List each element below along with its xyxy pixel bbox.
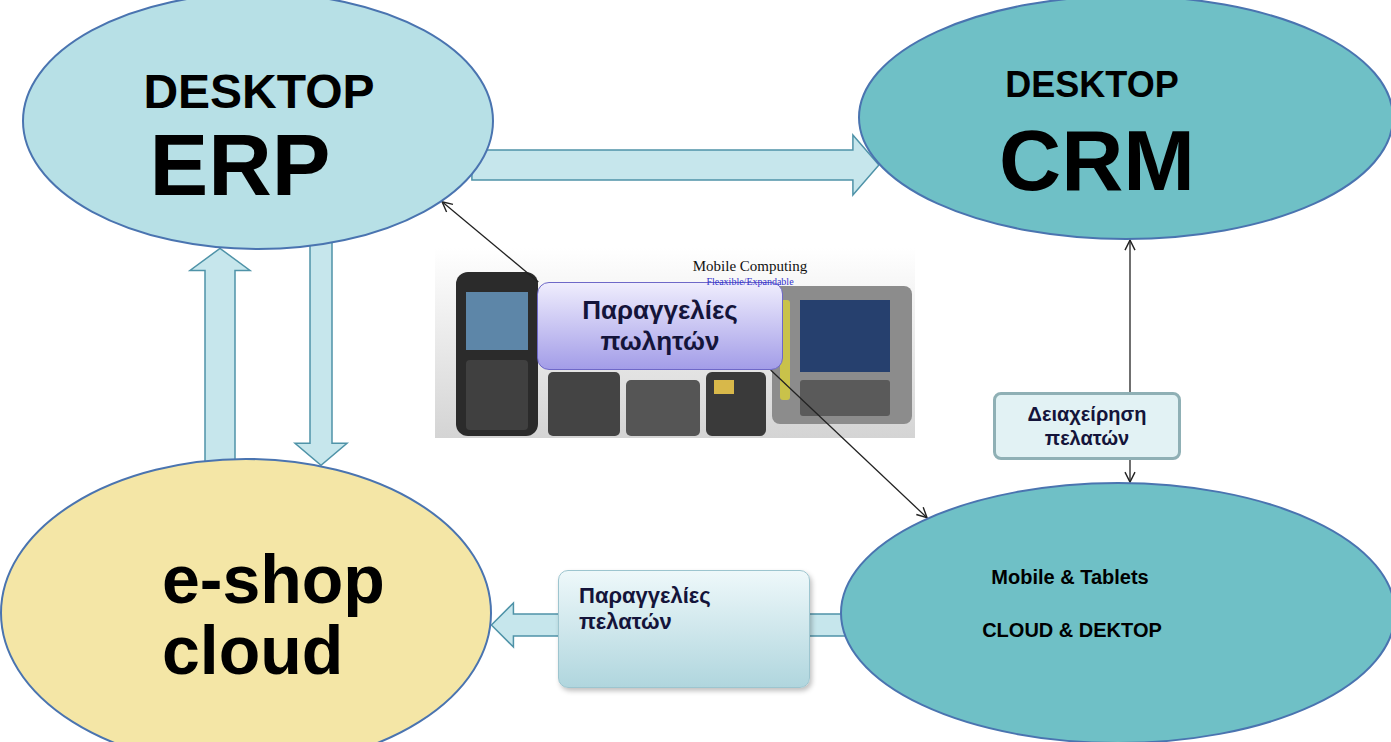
erp-ellipse: DESKTOPERP bbox=[22, 0, 494, 250]
node-text: DESKTOP bbox=[143, 67, 374, 117]
photo-title: Mobile Computing bbox=[693, 258, 808, 275]
node-text: Παραγγελίες πωλητών bbox=[555, 295, 765, 357]
handheld-screen bbox=[466, 292, 528, 350]
mobile-tablets-ellipse: Mobile & TabletsCLOUD & DEKTOP bbox=[840, 482, 1391, 742]
ellipse-outline bbox=[840, 482, 1391, 742]
node-text: e-shop cloud bbox=[162, 544, 412, 687]
block-arrow bbox=[491, 603, 565, 647]
node-text: Δειαχείρηση πελατών bbox=[1007, 402, 1167, 450]
customer-orders-box: Παραγγελίες πελατών bbox=[558, 570, 810, 688]
node-text: DESKTOP bbox=[1005, 66, 1178, 104]
ellipse-shape bbox=[859, 0, 1391, 239]
handheld-keypad bbox=[466, 360, 528, 430]
tablet-screen bbox=[800, 300, 890, 372]
ellipse-shape bbox=[1, 459, 491, 742]
device-body bbox=[548, 372, 620, 436]
tablet-body bbox=[772, 286, 912, 424]
node-text: ERP bbox=[150, 119, 331, 211]
block-arrow bbox=[472, 135, 879, 195]
arrow-line bbox=[1129, 460, 1130, 482]
ellipse-shape bbox=[841, 483, 1391, 742]
node-text: CLOUD & DEKTOP bbox=[982, 620, 1162, 641]
node-text: Mobile & Tablets bbox=[991, 567, 1148, 588]
sales-orders-box: Παραγγελίες πωλητών bbox=[537, 282, 783, 370]
node-text: Παραγγελίες πελατών bbox=[579, 583, 769, 636]
arrow-line bbox=[1129, 240, 1130, 392]
device-button bbox=[714, 380, 734, 394]
arrow-line bbox=[771, 370, 927, 518]
crm-ellipse: DESKTOP CRM bbox=[858, 0, 1391, 240]
node-text: CRM bbox=[999, 115, 1195, 205]
handheld-body bbox=[456, 272, 538, 436]
arrow-line bbox=[442, 202, 538, 282]
photo-background bbox=[435, 248, 915, 438]
device-body bbox=[706, 372, 766, 436]
block-arrow bbox=[295, 237, 347, 465]
customer-management-box: Δειαχείρηση πελατών bbox=[993, 392, 1181, 460]
photo-subtitle: Fleaxible/Expandable bbox=[706, 276, 793, 287]
eshop-ellipse: e-shop cloud bbox=[0, 458, 492, 742]
ellipse-shape bbox=[23, 0, 493, 249]
device-body bbox=[626, 380, 700, 436]
block-arrow bbox=[190, 248, 250, 466]
